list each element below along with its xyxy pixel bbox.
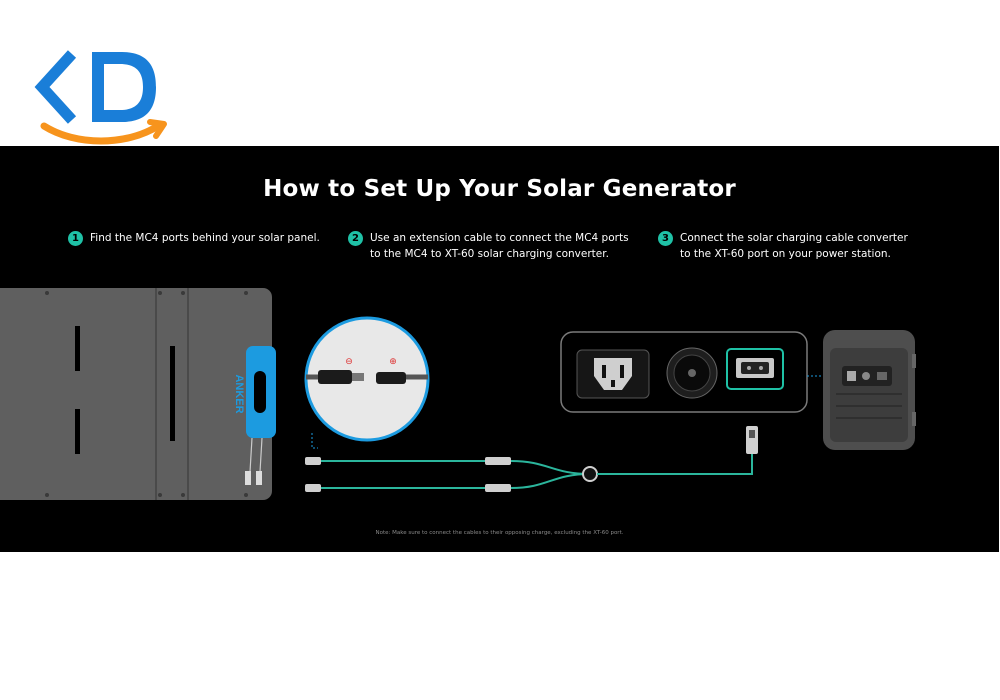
connection-diagram: ANKER ⊖ ⊕	[0, 288, 916, 500]
y-splitter	[582, 466, 598, 482]
mc4-connector-icon	[256, 471, 262, 485]
guide-title: How to Set Up Your Solar Generator	[263, 176, 736, 202]
solar-panel: ANKER	[0, 288, 276, 500]
anker-brand-text: ANKER	[233, 374, 245, 413]
step-3-text: Connect the solar charging cable convert…	[680, 232, 908, 260]
step-2-number: 2	[348, 231, 363, 246]
port-panel	[560, 331, 808, 413]
step-3-number: 3	[658, 231, 673, 246]
connection-note: Note: Make sure to connect the cables to…	[375, 530, 624, 536]
step-1-number: 1	[68, 231, 83, 246]
setup-guide-panel: How to Set Up Your Solar Generator 1 Fin…	[0, 146, 999, 552]
step-3: 3 Connect the solar charging cable conve…	[658, 230, 908, 262]
step-2: 2 Use an extension cable to connect the …	[348, 230, 629, 262]
negative-polarity-icon: ⊖	[345, 357, 353, 367]
positive-polarity-icon: ⊕	[389, 357, 397, 367]
step-1-text: Find the MC4 ports behind your solar pan…	[90, 232, 320, 244]
power-station-icon	[823, 330, 916, 450]
mc4-zoom-circle: ⊖ ⊕	[304, 316, 430, 442]
kd-logo	[34, 50, 167, 145]
car-socket-icon	[666, 347, 718, 399]
step-2-text: Use an extension cable to connect the MC…	[370, 232, 629, 260]
step-1: 1 Find the MC4 ports behind your solar p…	[68, 230, 320, 246]
xt60-port-icon	[726, 348, 784, 390]
mc4-connector-icon	[245, 471, 251, 485]
extension-cables	[305, 426, 758, 492]
ac-outlet-icon	[576, 349, 650, 399]
